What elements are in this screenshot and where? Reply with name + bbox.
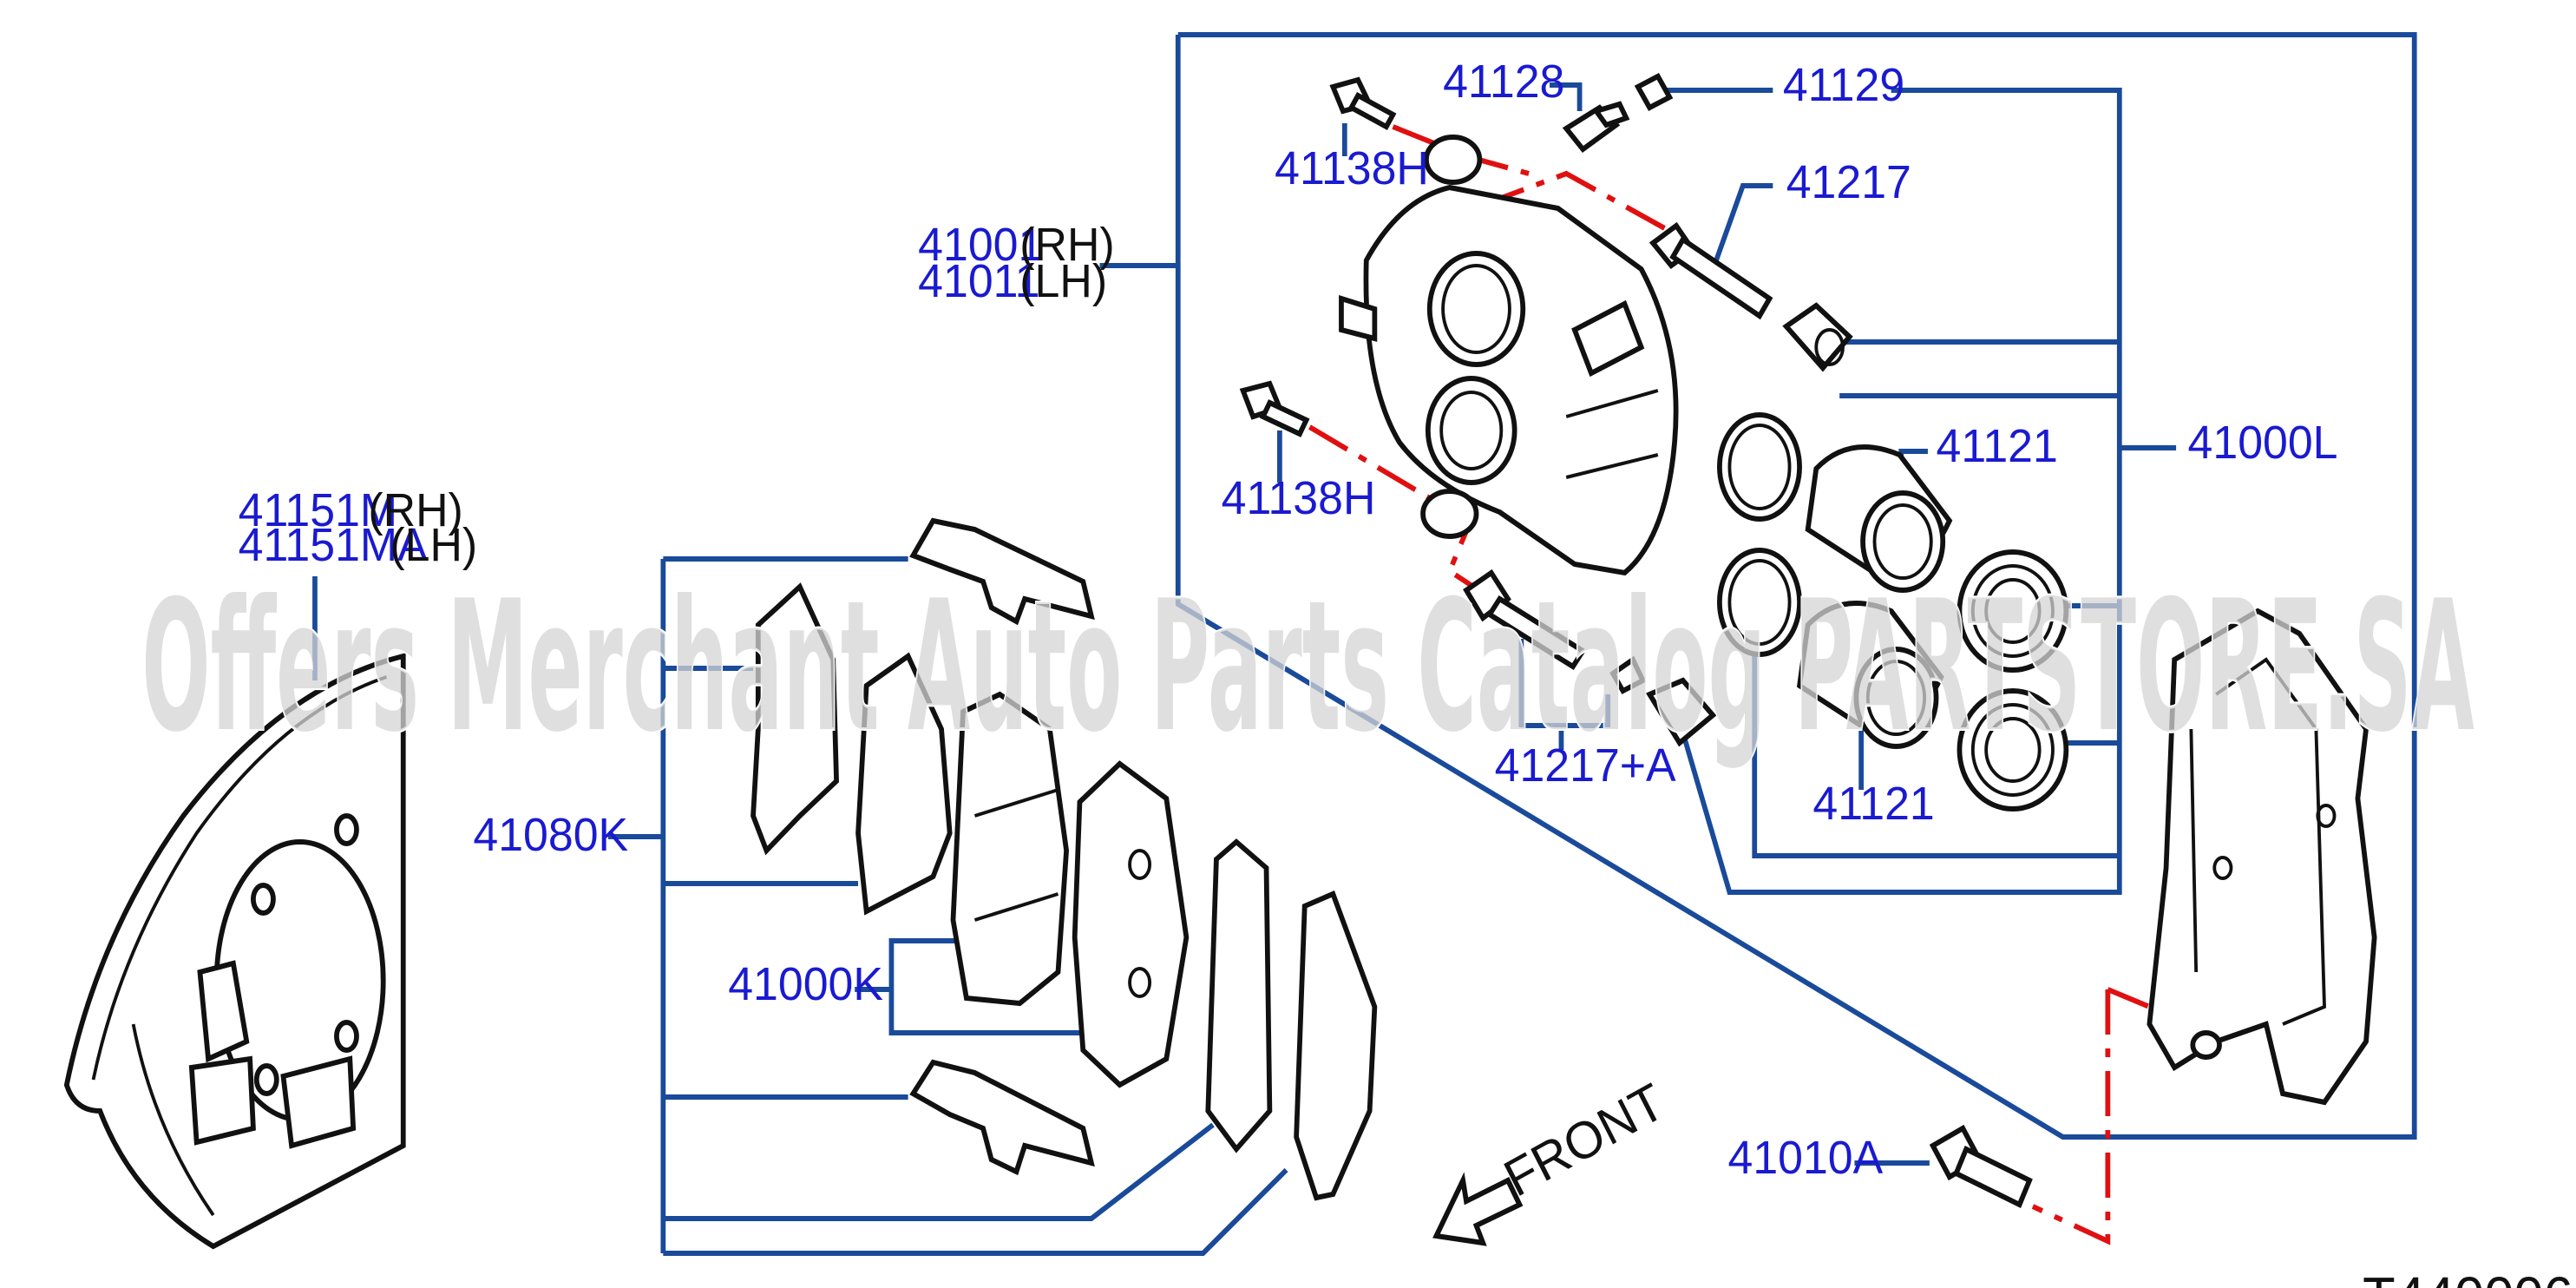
label-41128[interactable]: 41128 — [1443, 56, 1564, 108]
pad-clip-bottom — [909, 1059, 1095, 1176]
label-41151ma[interactable]: 41151MA — [239, 519, 429, 571]
label-41080k[interactable]: 41080K — [473, 809, 628, 861]
label-41121-top[interactable]: 41121 — [1937, 420, 2058, 472]
bolt-41138h-mid — [1239, 380, 1310, 437]
label-41151m[interactable]: 41151M — [239, 484, 397, 536]
front-arrow-label: FRONT — [1496, 1073, 1674, 1208]
pad-shim-inner — [855, 652, 953, 916]
label-41010a[interactable]: 41010A — [1727, 1132, 1883, 1184]
bleeder-cap — [1634, 73, 1674, 111]
piston-seals — [1717, 412, 1802, 657]
label-41001-side: (RH) — [1019, 219, 1114, 271]
caliper-body — [1339, 135, 1679, 576]
pin-boot — [1782, 302, 1853, 372]
guide-pin — [1649, 221, 1773, 320]
label-41217a[interactable]: 41217+A — [1495, 739, 1677, 792]
bracket-bolt — [1929, 1124, 2033, 1209]
guide-pin-a — [1463, 568, 1717, 747]
pad-shim-outer — [751, 582, 839, 856]
label-41121-bottom[interactable]: 41121 — [1812, 778, 1934, 830]
piston-boots — [1957, 549, 2069, 812]
front-arrow: FRONT — [1432, 1073, 1674, 1246]
brake-dust-shield — [63, 653, 406, 1250]
label-41151ma-side: (LH) — [390, 519, 477, 571]
label-41000l[interactable]: 41000L — [2188, 417, 2338, 469]
label-41011[interactable]: 41011 — [918, 255, 1039, 307]
label-41138h-mid[interactable]: 41138H — [1222, 472, 1376, 524]
leader-lines — [312, 32, 2417, 1256]
bleeder-screw — [1562, 101, 1630, 154]
part-labels: 41128 41129 41138H 41217 41001 (RH) 4101… — [239, 56, 2338, 1184]
piston-41121-bottom — [1796, 601, 1944, 749]
bolt-41138h-top — [1329, 76, 1397, 130]
label-41011-side: (LH) — [1019, 255, 1107, 307]
pad-shim-rear-2 — [1294, 890, 1378, 1201]
pad-clip-top — [909, 517, 1095, 626]
brake-pad-outer — [950, 691, 1069, 1007]
pad-shim-rear-1 — [1205, 838, 1273, 1153]
label-41151m-side: (RH) — [368, 484, 462, 536]
diagram-reference-code: T4400062 — [2363, 1266, 2576, 1288]
caliper-bracket — [2147, 608, 2377, 1106]
piston-41121-top — [1805, 444, 1953, 593]
label-41217[interactable]: 41217 — [1786, 156, 1911, 208]
label-41001[interactable]: 41001 — [918, 219, 1043, 271]
label-41138h-top[interactable]: 41138H — [1275, 142, 1429, 194]
watermark-text: Offers Merchant Auto Parts Catalog PARTS… — [141, 562, 2474, 772]
label-41129[interactable]: 41129 — [1783, 59, 1904, 111]
brake-pad-inner — [1072, 760, 1190, 1088]
label-41000k[interactable]: 41000K — [728, 958, 883, 1010]
